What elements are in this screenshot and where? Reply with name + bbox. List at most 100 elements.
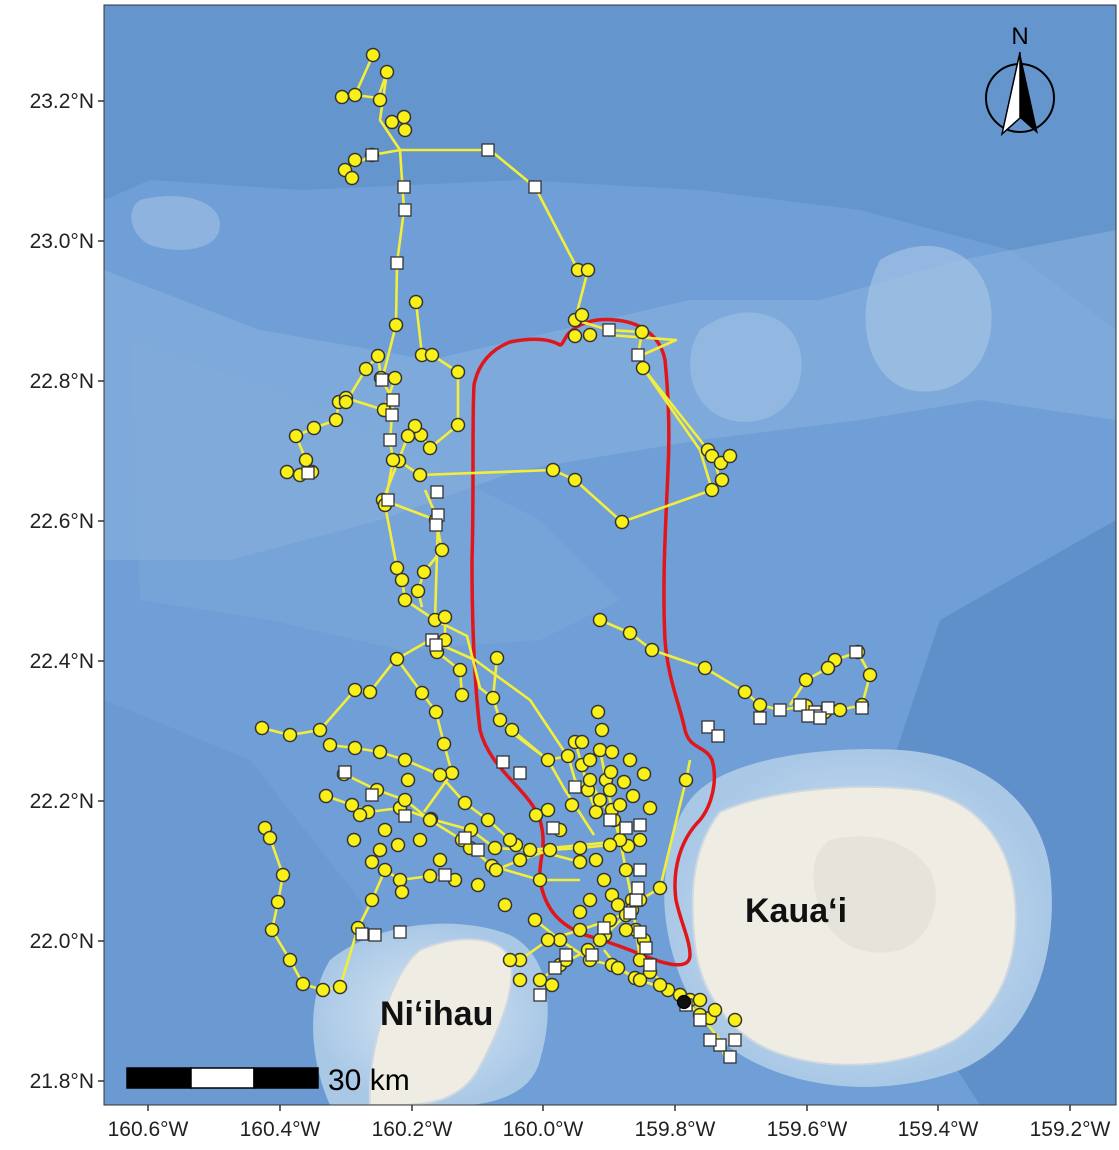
location-point xyxy=(596,872,612,888)
location-point xyxy=(264,922,280,938)
square-location xyxy=(383,433,397,447)
location-point xyxy=(572,904,588,920)
location-point xyxy=(572,854,588,870)
y-tick-label: 22.4°N xyxy=(30,650,94,673)
location-point xyxy=(560,748,576,764)
square-location xyxy=(849,645,863,659)
location-point xyxy=(614,514,630,530)
location-point xyxy=(622,752,638,768)
location-point xyxy=(379,64,395,80)
location-point xyxy=(632,832,648,848)
location-point xyxy=(480,812,496,828)
map-frame xyxy=(103,4,1117,1106)
location-point xyxy=(564,797,580,813)
x-axis: 160.6°W 160.4°W 160.2°W 160.0°W 159.8°W … xyxy=(108,1105,1111,1141)
location-point xyxy=(432,852,448,868)
location-point xyxy=(400,428,416,444)
x-tick-label: 160.0°W xyxy=(503,1118,584,1141)
square-location xyxy=(623,906,637,920)
location-point xyxy=(714,472,730,488)
location-point xyxy=(397,752,413,768)
x-tick-label: 159.8°W xyxy=(635,1118,716,1141)
location-point xyxy=(422,812,438,828)
location-point xyxy=(697,660,713,676)
location-point xyxy=(318,788,334,804)
location-point xyxy=(347,152,363,168)
square-location xyxy=(513,766,527,780)
location-point xyxy=(540,802,556,818)
location-point xyxy=(532,872,548,888)
location-point xyxy=(862,667,878,683)
location-points xyxy=(254,47,878,1064)
location-point xyxy=(572,840,588,856)
square-location xyxy=(365,148,379,162)
location-point xyxy=(737,684,753,700)
location-point xyxy=(512,852,528,868)
location-point xyxy=(262,830,278,846)
location-point xyxy=(410,583,426,599)
location-point xyxy=(432,767,448,783)
square-location xyxy=(821,701,835,715)
location-point xyxy=(372,842,388,858)
location-point xyxy=(422,868,438,884)
location-point xyxy=(603,764,619,780)
scale-bar: 30 km xyxy=(126,1064,410,1097)
location-point xyxy=(364,854,380,870)
location-point xyxy=(502,952,518,968)
location-point xyxy=(372,92,388,108)
location-point xyxy=(752,697,768,713)
y-tick-label: 21.8°N xyxy=(30,1070,94,1093)
square-location xyxy=(723,1050,737,1064)
square-location xyxy=(365,788,379,802)
location-point xyxy=(344,797,360,813)
location-point xyxy=(352,807,368,823)
square-location xyxy=(711,729,725,743)
x-tick-label: 160.4°W xyxy=(240,1118,321,1141)
square-location xyxy=(429,518,443,532)
location-point xyxy=(527,912,543,928)
location-point xyxy=(622,625,638,641)
ridge-plateau xyxy=(130,340,620,650)
location-point xyxy=(394,572,410,588)
location-point xyxy=(528,807,544,823)
protected-area-boundary xyxy=(470,317,717,967)
x-tick-label: 159.6°W xyxy=(767,1118,848,1141)
square-location xyxy=(728,1033,742,1047)
location-point xyxy=(412,467,428,483)
location-point xyxy=(444,765,460,781)
location-point xyxy=(489,650,505,666)
location-point xyxy=(396,109,412,125)
square-location xyxy=(481,143,495,157)
location-point xyxy=(820,660,836,676)
location-point xyxy=(416,564,432,580)
scale-bar-segment-2 xyxy=(190,1067,255,1089)
north-arrow-icon: N xyxy=(985,23,1055,137)
square-location xyxy=(633,818,647,832)
square-location xyxy=(619,821,633,835)
square-location xyxy=(855,701,869,715)
location-point xyxy=(388,317,404,333)
square-location xyxy=(801,709,815,723)
square-location xyxy=(533,988,547,1002)
location-point xyxy=(457,795,473,811)
location-point xyxy=(298,452,314,468)
location-point xyxy=(347,87,363,103)
location-point xyxy=(485,690,501,706)
square-location xyxy=(546,821,560,835)
location-point xyxy=(592,742,608,758)
location-point xyxy=(574,307,590,323)
location-point xyxy=(532,972,548,988)
location-point xyxy=(344,170,360,186)
square-location xyxy=(585,948,599,962)
square-location xyxy=(753,711,767,725)
location-point xyxy=(502,832,518,848)
location-point xyxy=(592,792,608,808)
square-location xyxy=(397,180,411,194)
location-point xyxy=(279,464,295,480)
location-point xyxy=(567,472,583,488)
location-point xyxy=(612,797,628,813)
square-location xyxy=(602,323,616,337)
square-location xyxy=(301,466,315,480)
location-point xyxy=(594,722,610,738)
location-point xyxy=(454,687,470,703)
